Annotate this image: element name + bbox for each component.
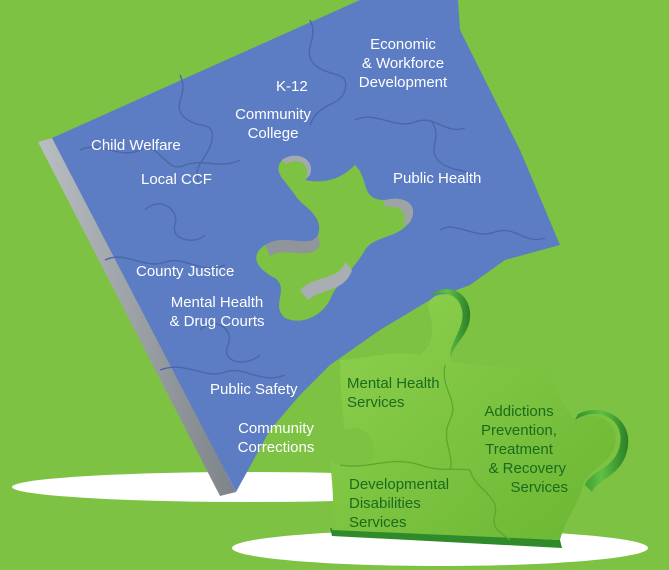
community-college-line2: College — [247, 125, 299, 142]
corrections-line1: Community — [238, 420, 314, 437]
label-k12: K-12 — [276, 78, 308, 95]
label-addictions: Addictions Prevention, Treatment & Recov… — [470, 402, 568, 497]
dd-line3: Services — [349, 514, 407, 531]
green-piece-side-right — [575, 409, 629, 492]
green-puzzle-piece — [330, 294, 616, 540]
economic-line3: Development — [358, 74, 448, 91]
mh-courts-line1: Mental Health — [170, 294, 264, 311]
addictions-line3: Treatment — [485, 441, 553, 458]
blue-puzzle-seams — [79, 19, 546, 379]
hole-edge-low — [300, 262, 352, 300]
label-child-welfare: Child Welfare — [91, 137, 181, 154]
economic-line2: & Workforce — [361, 55, 445, 72]
label-community-corrections: Community Corrections — [228, 419, 324, 457]
label-mental-health-courts: Mental Health & Drug Courts — [158, 293, 276, 331]
label-mental-health-services: Mental Health Services — [347, 374, 440, 412]
addictions-line4: & Recovery — [488, 460, 566, 477]
label-local-ccf: Local CCF — [141, 171, 212, 188]
corrections-line2: Corrections — [237, 439, 315, 456]
label-economic-workforce: Economic & Workforce Development — [357, 35, 449, 92]
mh-services-line1: Mental Health — [347, 375, 440, 392]
label-county-justice: County Justice — [136, 263, 235, 280]
green-puzzle-seams — [339, 364, 511, 541]
label-public-safety: Public Safety — [210, 381, 298, 398]
label-public-health: Public Health — [393, 170, 482, 187]
economic-line1: Economic — [370, 36, 436, 53]
hole-edge-left — [265, 235, 320, 256]
blue-board-side — [38, 138, 236, 496]
addictions-line2: Prevention, — [481, 422, 557, 439]
missing-piece-hole — [256, 156, 414, 321]
dd-line1: Developmental — [349, 476, 450, 493]
mh-services-line2: Services — [347, 394, 405, 411]
addictions-line1: Addictions — [484, 403, 554, 420]
label-community-college: Community College — [228, 105, 318, 143]
addictions-line5: Services — [510, 479, 568, 496]
mh-courts-line2: & Drug Courts — [169, 313, 265, 330]
green-piece-side-bottom — [330, 528, 562, 548]
dd-line2: Disabilities — [349, 495, 421, 512]
community-college-line1: Community — [235, 106, 311, 123]
hole-edge-mid — [384, 198, 414, 226]
hole-edge-top — [282, 155, 312, 180]
label-developmental-disabilities: Developmental Disabilities Services — [349, 475, 449, 532]
